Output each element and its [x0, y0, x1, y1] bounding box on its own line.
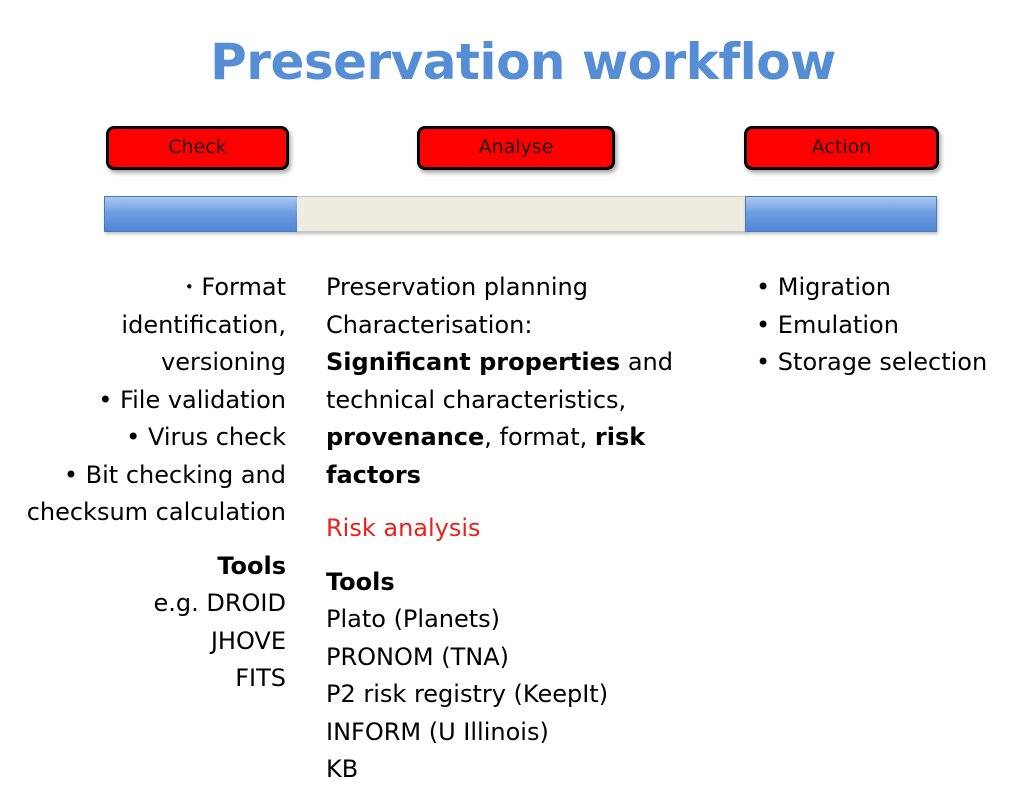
analyse-column: Preservation planning Characterisation: … — [326, 269, 706, 789]
action-column: • Migration • Emulation • Storage select… — [756, 269, 1024, 382]
check-item-format-line3: versioning — [160, 348, 286, 376]
analyse-tool-1: PRONOM (TNA) — [326, 642, 509, 671]
bullet-icon: • — [98, 385, 113, 414]
analyse-tool-4: KB — [326, 755, 359, 783]
bullet-icon: • — [126, 423, 141, 451]
analyse-tool-3: INFORM (U Illinois) — [326, 717, 549, 746]
check-item-format-line2: identification, — [121, 310, 286, 339]
timeline-bar-action — [745, 196, 937, 232]
analyse-tool-0: Plato (Planets) — [326, 605, 501, 633]
stage-action-box: Action — [744, 126, 939, 170]
action-item-migration-text: Migration — [777, 273, 891, 301]
check-item-validation: • File validation — [0, 382, 286, 420]
analyse-technical: technical characteristics, — [326, 385, 627, 414]
analyse-significant-properties: Significant properties and — [326, 348, 673, 376]
stage-action-label: Action — [811, 136, 872, 158]
timeline-bar-check — [104, 196, 298, 232]
stage-check-box: Check — [106, 126, 289, 170]
analyse-tool-2: P2 risk registry (KeepIt) — [326, 680, 609, 708]
slide-title: Preservation workflow — [210, 33, 836, 91]
analyse-planning: Preservation planning — [326, 273, 588, 301]
action-item-storage-text: Storage selection — [777, 348, 988, 376]
analyse-provenance: provenance, format, risk — [326, 423, 646, 451]
analyse-risk-analysis: Risk analysis — [326, 514, 481, 542]
check-item-bit-line1: Bit checking and — [85, 460, 286, 489]
bullet-icon: • — [756, 273, 771, 301]
stage-analyse-box: Analyse — [417, 126, 615, 170]
stage-check-label: Check — [168, 136, 227, 158]
check-tool-0: e.g. DROID — [153, 589, 287, 617]
check-item-bit-line2: checksum calculation — [26, 498, 286, 526]
bullet-icon: • — [756, 310, 771, 339]
bullet-icon: • — [63, 460, 79, 489]
action-item-storage: • Storage selection — [756, 344, 1024, 382]
check-tool-2: FITS — [235, 664, 286, 692]
stage-analyse-label: Analyse — [478, 136, 554, 158]
check-column: • Format identification, versioning • Fi… — [0, 269, 286, 698]
action-item-emulation: • Emulation — [756, 307, 1024, 345]
check-item-format-line1: Format — [201, 273, 286, 301]
check-item-virus-text: Virus check — [147, 423, 286, 451]
check-item-validation-text: File validation — [120, 385, 286, 414]
analyse-factors: factors — [326, 460, 421, 489]
action-item-emulation-text: Emulation — [777, 310, 899, 339]
action-item-migration: • Migration — [756, 269, 1024, 307]
check-item-bit: • Bit checking and — [0, 457, 286, 495]
check-tools-heading: Tools — [217, 551, 286, 580]
analyse-tools-heading: Tools — [326, 567, 395, 596]
check-tool-1: JHOVE — [210, 626, 286, 655]
bullet-icon: • — [184, 278, 194, 296]
bullet-icon: • — [756, 348, 771, 376]
analyse-characterisation: Characterisation: — [326, 310, 533, 339]
check-item-format: • Format — [0, 269, 286, 307]
check-item-virus: • Virus check — [0, 419, 286, 457]
timeline-bar-analyse — [297, 196, 746, 232]
